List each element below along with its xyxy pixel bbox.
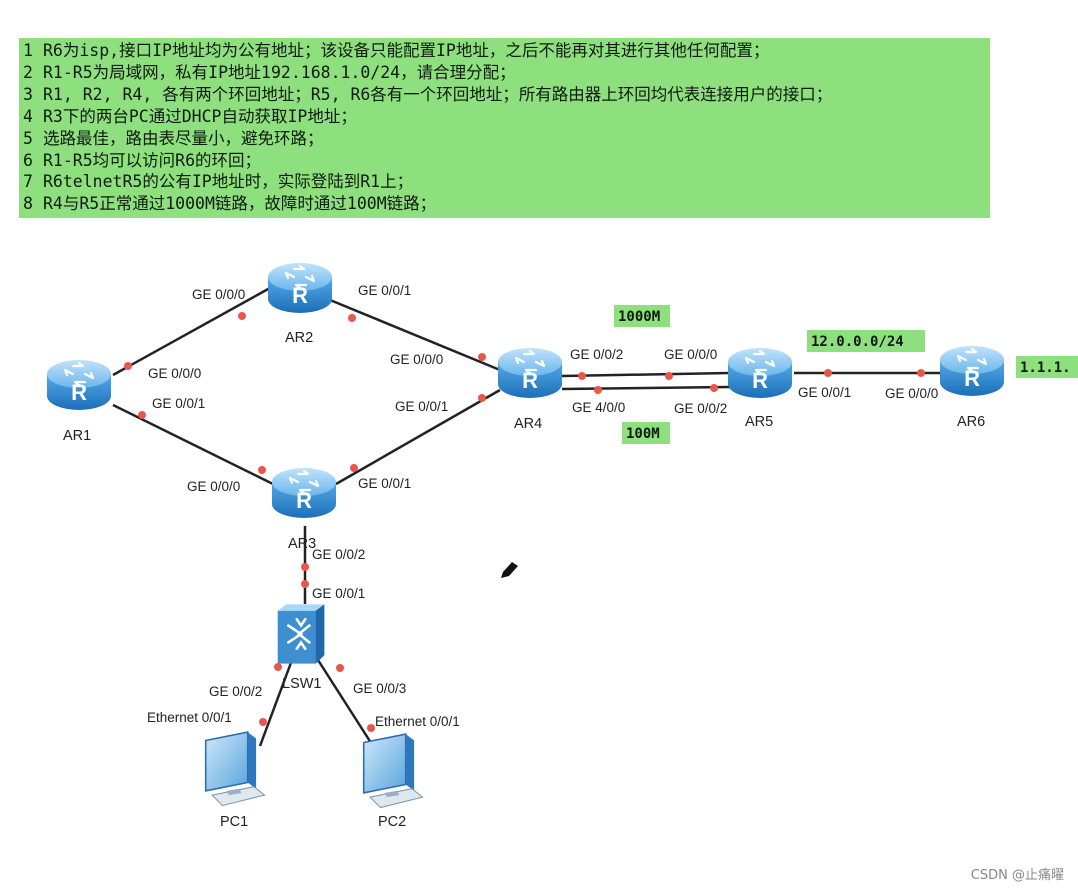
link-line xyxy=(561,371,731,378)
link-line xyxy=(112,403,274,486)
pc-icon-pc1[interactable] xyxy=(204,731,266,807)
port-label: GE 0/0/2 xyxy=(570,347,623,362)
router-icon-ar5[interactable] xyxy=(726,346,794,400)
port-label: GE 0/0/0 xyxy=(885,386,938,401)
port-label: GE 0/0/0 xyxy=(148,366,201,381)
port-label: GE 0/0/3 xyxy=(353,681,406,696)
port-label: GE 0/0/1 xyxy=(358,283,411,298)
port-dot xyxy=(578,372,586,380)
watermark: CSDN @止痛曜 xyxy=(970,868,1064,883)
svg-text:100M: 100M xyxy=(626,426,660,442)
link-line xyxy=(329,298,501,372)
router-icon-ar4[interactable] xyxy=(496,346,564,400)
link-line xyxy=(335,388,501,486)
router-icon-ar2[interactable] xyxy=(266,261,334,315)
svg-text:12.0.0.0/24: 12.0.0.0/24 xyxy=(811,334,904,350)
tag-100m: 100M xyxy=(622,422,670,444)
port-label: GE 4/0/0 xyxy=(572,400,625,415)
svg-text:1.1.1.: 1.1.1. xyxy=(1020,360,1071,376)
port-label: GE 0/0/1 xyxy=(312,586,365,601)
port-label: GE 0/0/0 xyxy=(664,347,717,362)
port-dot xyxy=(350,464,358,472)
link-line xyxy=(258,659,294,747)
router-icon-ar6[interactable] xyxy=(938,344,1006,398)
port-dot xyxy=(665,372,673,380)
port-dot xyxy=(348,314,356,322)
port-label: Ethernet 0/0/1 xyxy=(375,714,460,729)
port-label: GE 0/0/1 xyxy=(152,396,205,411)
link-line xyxy=(316,659,375,747)
device-label-pc2: PC2 xyxy=(378,814,406,830)
port-dot xyxy=(258,466,266,474)
port-label: GE 0/0/2 xyxy=(312,547,365,562)
tag-network-12: 12.0.0.0/24 xyxy=(807,330,925,352)
port-label: GE 0/0/1 xyxy=(358,476,411,491)
port-dot xyxy=(336,664,344,672)
port-dot xyxy=(124,362,132,370)
link-line xyxy=(112,286,271,377)
port-dot xyxy=(259,718,267,726)
port-label: Ethernet 0/0/1 xyxy=(147,710,232,725)
port-dot xyxy=(238,312,246,320)
tag-1000m: 1000M xyxy=(614,305,670,327)
port-dot xyxy=(710,384,718,392)
router-icon-ar1[interactable] xyxy=(45,358,113,412)
device-label-pc1: PC1 xyxy=(220,814,248,830)
router-icon-ar3[interactable] xyxy=(270,466,338,520)
device-label-ar6: AR6 xyxy=(957,414,985,430)
device-label-ar1: AR1 xyxy=(63,428,91,444)
tag-isp-loopback: 1.1.1. xyxy=(1016,356,1078,378)
port-label: GE 0/0/1 xyxy=(798,385,851,400)
port-label: GE 0/0/0 xyxy=(390,352,443,367)
port-dot xyxy=(824,369,832,377)
switch-icon-lsw1[interactable] xyxy=(276,603,326,665)
device-label-ar4: AR4 xyxy=(514,416,542,432)
port-dot xyxy=(478,394,486,402)
port-dot xyxy=(301,563,309,571)
port-dot xyxy=(138,411,146,419)
pc-icon-pc2[interactable] xyxy=(362,733,424,809)
device-label-ar5: AR5 xyxy=(745,414,773,430)
port-label: GE 0/0/0 xyxy=(187,479,240,494)
port-dot xyxy=(301,580,309,588)
port-dot xyxy=(917,369,925,377)
device-label-ar2: AR2 xyxy=(285,330,313,346)
pen-cursor-icon xyxy=(501,562,518,578)
port-label: GE 0/0/0 xyxy=(192,287,245,302)
svg-text:1000M: 1000M xyxy=(618,309,660,325)
port-dot xyxy=(274,663,282,671)
port-dot xyxy=(478,353,486,361)
port-label: GE 0/0/1 xyxy=(395,399,448,414)
port-label: GE 0/0/2 xyxy=(674,401,727,416)
port-label: GE 0/0/2 xyxy=(209,684,262,699)
device-label-lsw1: LSW1 xyxy=(282,676,322,692)
port-dot xyxy=(367,724,375,732)
device-label-ar3: AR3 xyxy=(288,536,316,552)
link-line xyxy=(561,385,731,391)
port-dot xyxy=(594,386,602,394)
